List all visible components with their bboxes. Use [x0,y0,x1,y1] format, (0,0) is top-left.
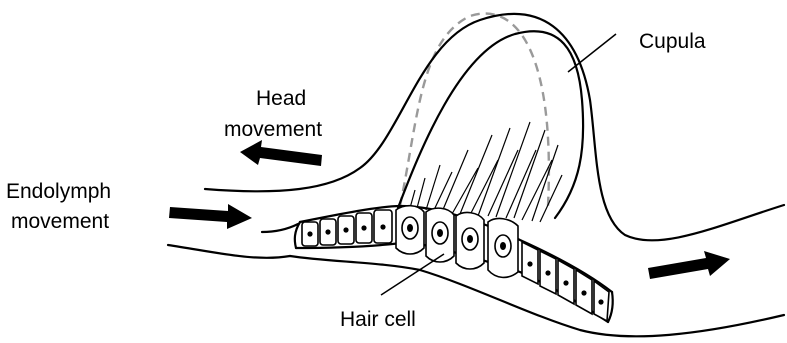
hair-cell [396,206,424,254]
head-movement-arrow [240,140,322,166]
head-movement-label-line1: Head [256,87,306,110]
canal-upper-tick-left [262,224,298,232]
hair-cell [456,213,484,269]
endolymph-label-line1: Endolymph [6,180,111,203]
endolymph-arrow-left [169,204,252,229]
hair-cells [396,206,518,278]
canal-lower-wall-left [168,245,290,258]
hair-cell-label: Hair cell [340,308,416,331]
stereocilia [410,122,562,222]
head-movement-label-line2: movement [224,118,322,141]
endolymph-arrow-right [648,251,730,279]
supporting-cells-left [302,210,392,246]
cupula-label: Cupula [639,30,706,53]
supporting-cells-right [522,242,609,321]
hair-cell [488,219,518,278]
endolymph-label-line2: movement [11,210,109,233]
hair-cell [426,208,454,262]
